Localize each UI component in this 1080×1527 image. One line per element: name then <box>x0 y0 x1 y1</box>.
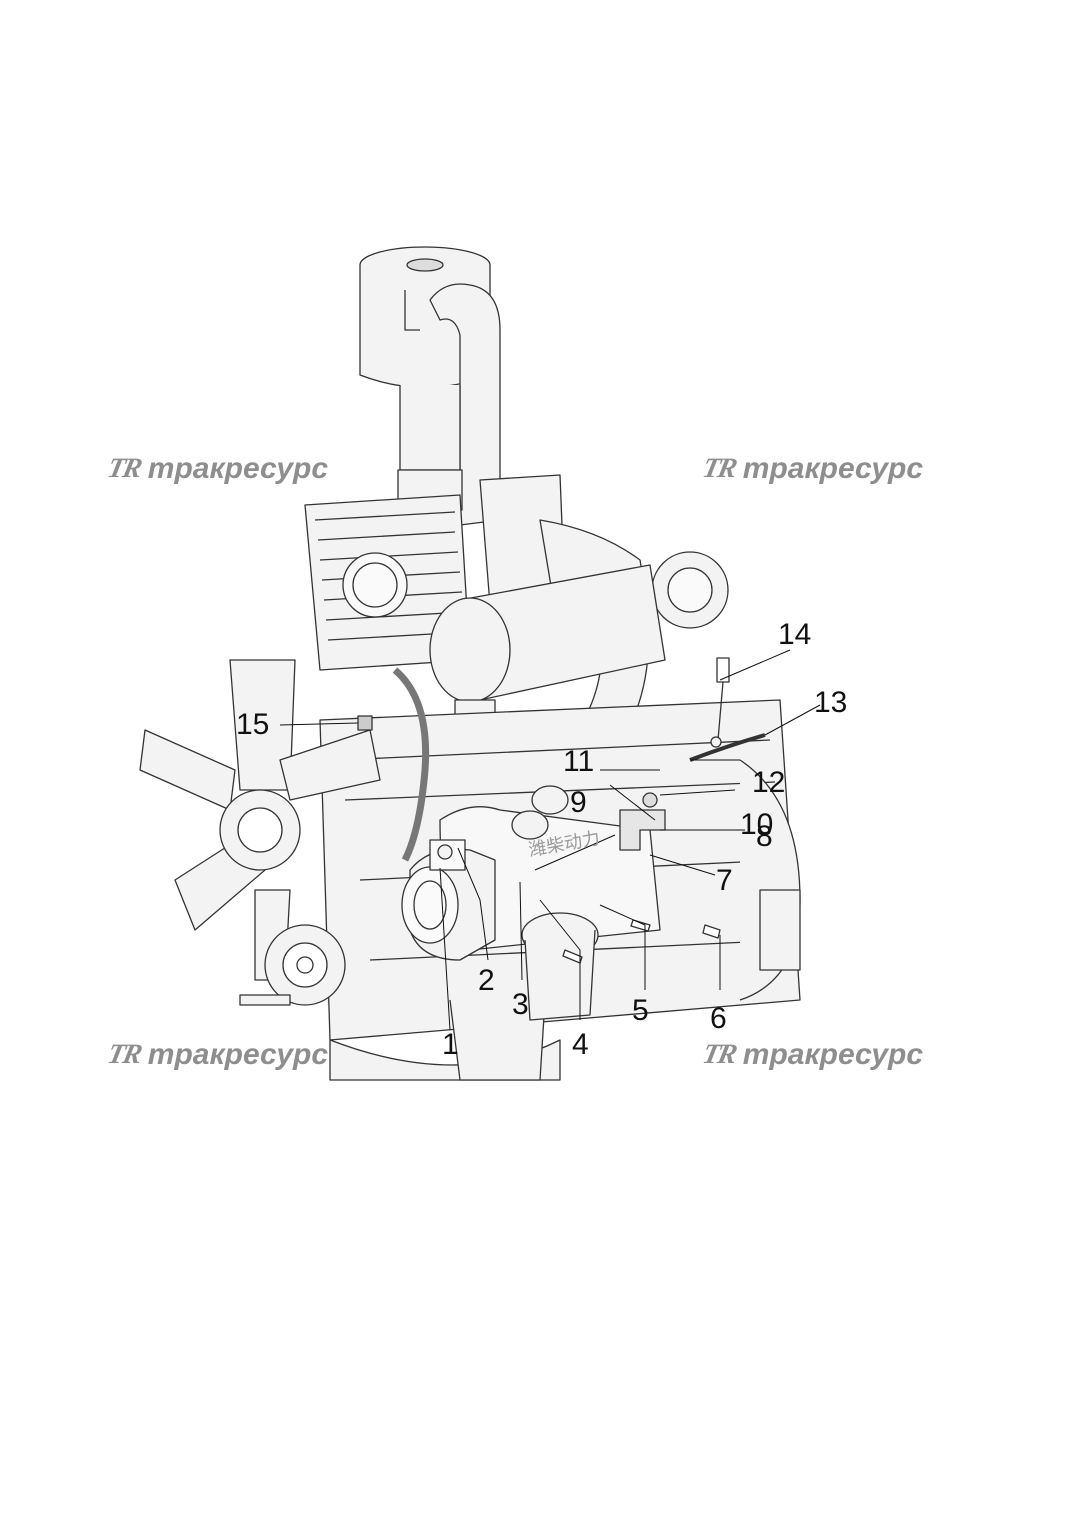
alternator <box>401 839 496 961</box>
cooling-fan <box>139 659 381 981</box>
watermark-text: тракресурс <box>147 1038 329 1071</box>
callout-11: 11 <box>563 745 595 778</box>
watermark-top-left: TR тракресурс <box>104 452 329 486</box>
watermark-text: тракресурс <box>147 452 329 485</box>
starter-motor <box>521 912 599 1021</box>
watermark-text: тракресурс <box>742 1038 924 1071</box>
watermark-logo: TR <box>104 453 144 484</box>
callout-2: 2 <box>478 964 495 997</box>
leader-lines <box>279 649 821 1031</box>
callout-5: 5 <box>632 994 649 1027</box>
callout-15: 15 <box>236 708 270 741</box>
callout-6: 6 <box>710 1002 727 1035</box>
callout-13: 13 <box>814 686 848 719</box>
callout-9: 9 <box>570 786 587 819</box>
intake-manifold-box <box>304 474 566 671</box>
callout-10: 10 <box>740 808 774 841</box>
watermark-logo: TR <box>104 1039 144 1070</box>
watermark-bottom-right: TR тракресурс <box>699 1038 924 1072</box>
clamp <box>642 792 658 808</box>
watermark-text: тракресурс <box>742 452 924 485</box>
callout-1: 1 <box>442 1028 459 1061</box>
hose <box>392 667 430 862</box>
callout-7: 7 <box>716 864 733 897</box>
callout-4: 4 <box>572 1028 589 1061</box>
callout-8: 8 <box>756 820 773 853</box>
watermark-top-right: TR тракресурс <box>699 452 924 486</box>
watermark-logo: TR <box>699 453 739 484</box>
sensor <box>710 657 730 748</box>
watermark-bottom-left: TR тракресурс <box>104 1038 329 1072</box>
callout-12: 12 <box>752 766 786 799</box>
watermark-logo: TR <box>699 1039 739 1070</box>
callout-3: 3 <box>512 988 529 1021</box>
pipe <box>689 733 766 762</box>
bracket <box>619 809 666 851</box>
crank-pulley <box>239 924 346 1006</box>
fitting <box>357 715 373 731</box>
callout-14: 14 <box>778 618 812 651</box>
